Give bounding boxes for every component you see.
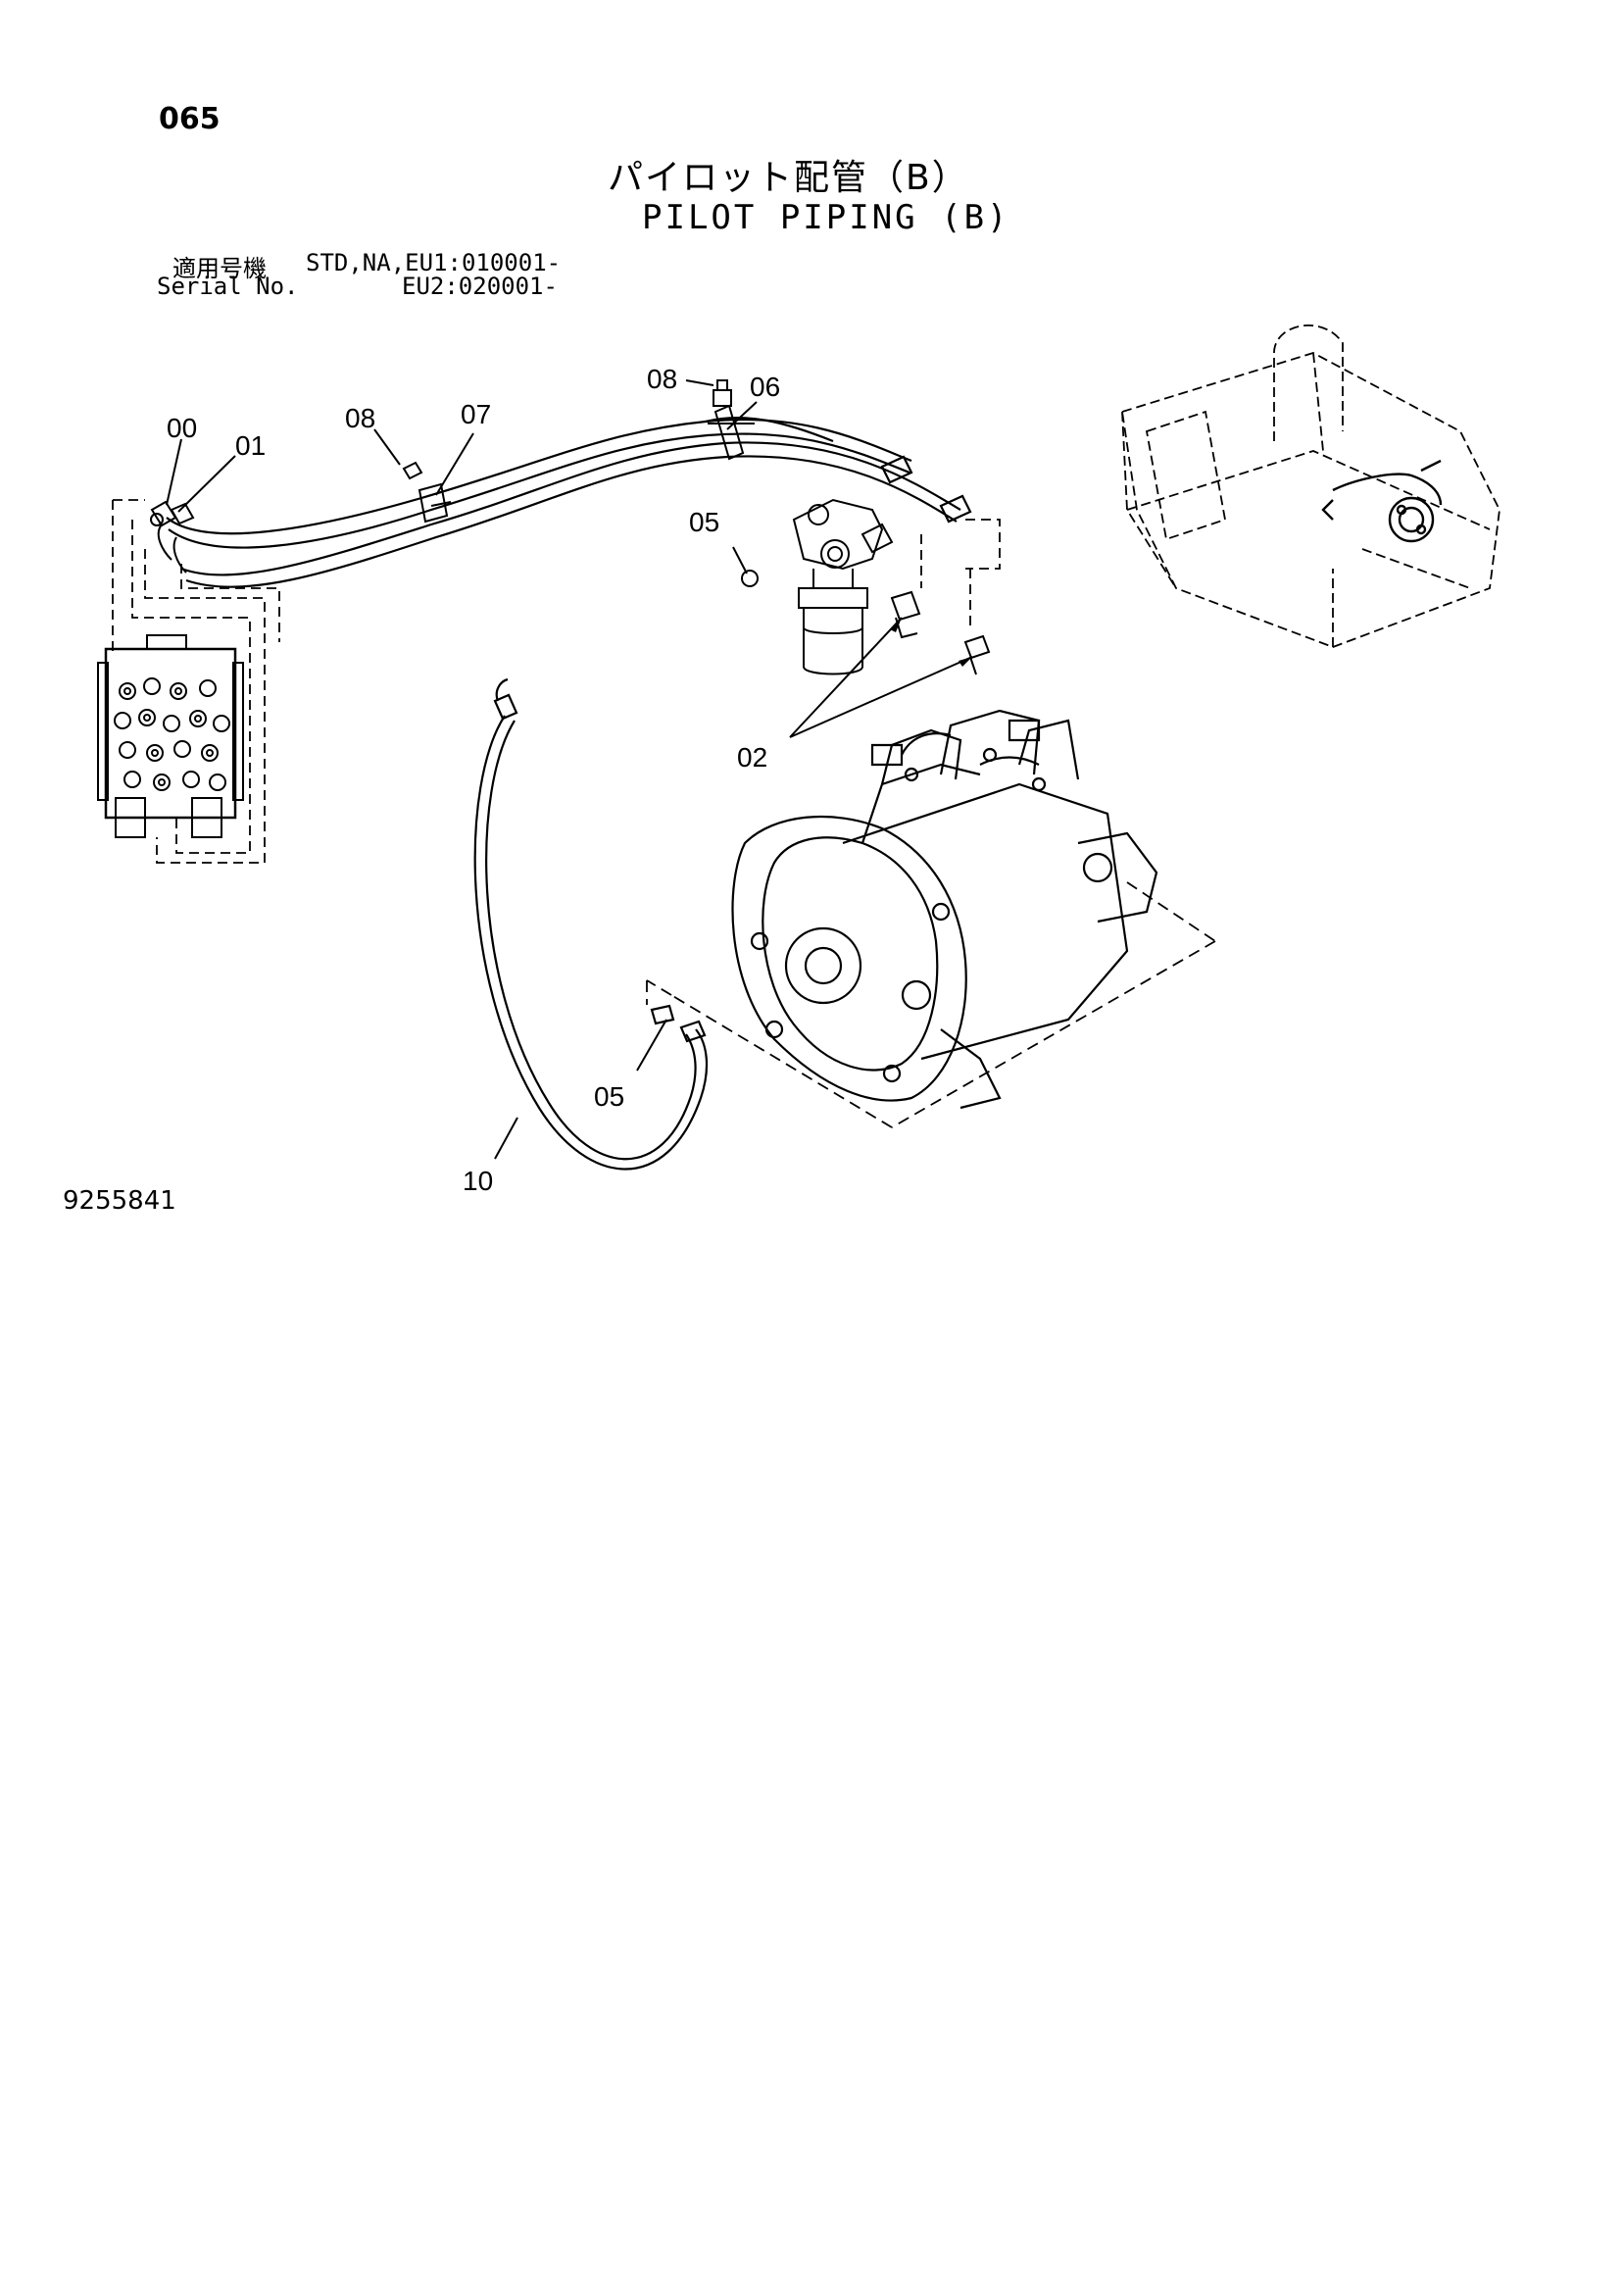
serial-label-japanese: 適用号機	[172, 255, 267, 282]
callout-01: 01	[235, 430, 266, 461]
serial-range-1: STD,NA,EU1:010001-	[306, 249, 562, 276]
routing-lines-left	[112, 499, 280, 864]
pilot-filter	[792, 498, 894, 675]
arrow-head	[959, 657, 972, 667]
drawing-number: 9255841	[63, 1186, 176, 1216]
callout-00: 00	[167, 413, 197, 443]
callout-05a: 05	[689, 507, 719, 537]
arrow-head	[890, 618, 902, 632]
serial-label-english: Serial No.	[157, 273, 299, 300]
callout-10: 10	[463, 1166, 493, 1196]
hose-10	[473, 677, 709, 1171]
callout-06: 06	[750, 372, 780, 402]
control-valve	[97, 634, 244, 838]
clamp-06	[708, 379, 755, 461]
routing-lines-right	[920, 519, 1001, 627]
title-japanese: パイロット配管（B）	[608, 158, 969, 198]
callout-08a: 08	[345, 403, 375, 433]
callout-08b: 08	[647, 364, 677, 394]
leader-lines	[166, 379, 973, 1160]
pilot-valve-highlight	[1321, 459, 1443, 543]
machine-overview	[1120, 324, 1500, 648]
elbow-fittings	[741, 570, 991, 675]
main-pump	[731, 709, 1158, 1110]
title-english: PILOT PIPING (B)	[642, 198, 1010, 237]
page-number: 065	[159, 102, 221, 136]
pump-outline	[646, 881, 1216, 1128]
callout-07: 07	[461, 399, 491, 429]
hose-fittings-left	[150, 500, 195, 574]
serial-range-2: EU2:020001-	[402, 273, 558, 300]
callout-02: 02	[737, 742, 767, 773]
pilot-hoses-top	[166, 416, 972, 588]
callout-05b: 05	[594, 1081, 624, 1112]
clamp-07	[402, 461, 452, 524]
